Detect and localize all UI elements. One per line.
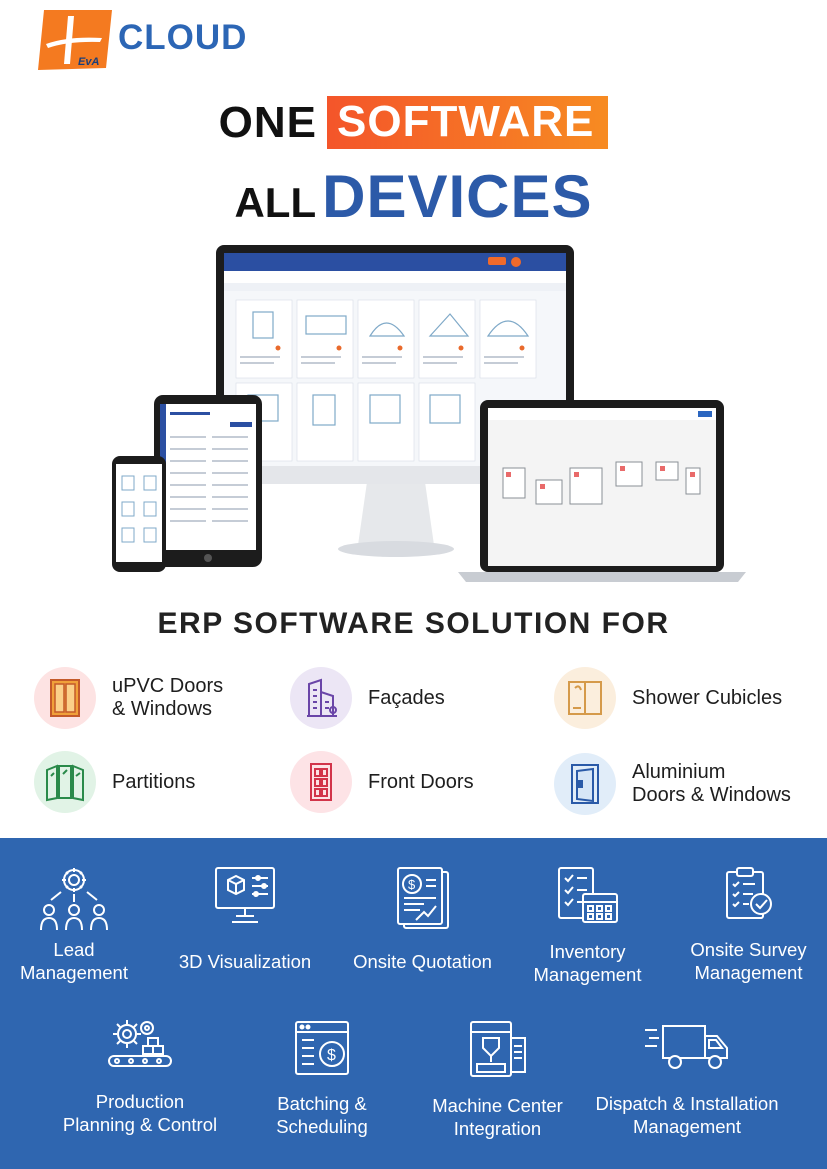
onsite-survey-icon	[725, 867, 772, 919]
solution-aluminium: Aluminium Doors & Windows	[554, 753, 791, 815]
front-door-icon	[290, 751, 352, 813]
feature-inventory-management: Inventory Management	[515, 866, 660, 986]
production-planning-icon	[108, 1020, 172, 1067]
feature-label: 3D Visualization	[178, 951, 312, 972]
dispatch-truck-icon	[645, 1025, 728, 1069]
feature-label: Onsite Survey Management	[690, 939, 807, 983]
aluminium-door-icon	[554, 753, 616, 815]
facade-building-icon	[290, 667, 352, 729]
solution-label: Partitions	[112, 770, 196, 793]
feature-batching-scheduling: $ Batching & Scheduling	[252, 1020, 392, 1138]
features-band: Lead Management 3D Visualization $ Onsit…	[0, 838, 827, 1169]
solution-label: Shower Cubicles	[632, 686, 783, 709]
feature-production-planning: Production Planning & Control	[50, 1016, 230, 1136]
feature-label: Dispatch & Installation Management	[595, 1093, 779, 1137]
solution-label: uPVC Doors & Windows	[112, 675, 224, 720]
solution-shower: Shower Cubicles	[554, 667, 782, 729]
svg-text:$: $	[327, 1047, 336, 1064]
lead-management-icon	[40, 868, 108, 931]
inventory-management-icon	[557, 867, 618, 923]
tablet-device	[154, 395, 262, 567]
devices-illustration	[112, 245, 746, 582]
phone-device	[112, 456, 166, 572]
brand-logo: EvA CLOUD	[38, 10, 278, 72]
upvc-door-icon	[34, 667, 96, 729]
feature-dispatch-installation: Dispatch & Installation Management	[592, 1022, 782, 1138]
brand-name: CLOUD	[118, 18, 248, 57]
solution-label: Façades	[368, 686, 445, 709]
solution-partitions: Partitions	[34, 751, 195, 813]
solution-front-doors: Front Doors	[290, 751, 474, 813]
feature-label: Lead Management	[20, 939, 128, 983]
svg-text:$: $	[408, 877, 416, 892]
headline-software: SOFTWARE	[327, 96, 609, 149]
batching-scheduling-icon: $	[295, 1021, 349, 1075]
section-title: ERP SOFTWARE SOLUTION FOR	[157, 607, 670, 640]
solution-label: Front Doors	[368, 770, 474, 793]
solution-facades: Façades	[290, 667, 445, 729]
logo-sub-text: EvA	[78, 56, 99, 68]
feature-onsite-quotation: $ Onsite Quotation	[340, 866, 505, 973]
machine-center-icon	[469, 1021, 526, 1077]
onsite-quotation-icon: $	[396, 867, 449, 929]
feature-label: Inventory Management	[533, 941, 642, 985]
headline-one: ONE	[218, 97, 318, 147]
eva-logo-icon: EvA	[38, 10, 112, 70]
headline-devices: DEVICES	[322, 163, 593, 230]
feature-label: Machine Center Integration	[432, 1095, 563, 1139]
feature-3d-visualization: 3D Visualization	[170, 866, 320, 973]
3d-visualization-icon	[215, 867, 275, 923]
feature-machine-center: Machine Center Integration	[420, 1020, 575, 1140]
laptop-device	[458, 400, 746, 582]
feature-label: Batching & Scheduling	[276, 1093, 368, 1137]
solution-upvc: uPVC Doors & Windows	[34, 667, 223, 729]
headline-all: ALL	[234, 179, 317, 226]
solution-label: Aluminium Doors & Windows	[632, 761, 791, 806]
feature-label: Production Planning & Control	[62, 1091, 218, 1135]
partition-icon	[34, 751, 96, 813]
shower-cubicle-icon	[554, 667, 616, 729]
feature-onsite-survey: Onsite Survey Management	[676, 866, 821, 984]
feature-lead-management: Lead Management	[4, 866, 144, 984]
feature-label: Onsite Quotation	[353, 951, 492, 972]
